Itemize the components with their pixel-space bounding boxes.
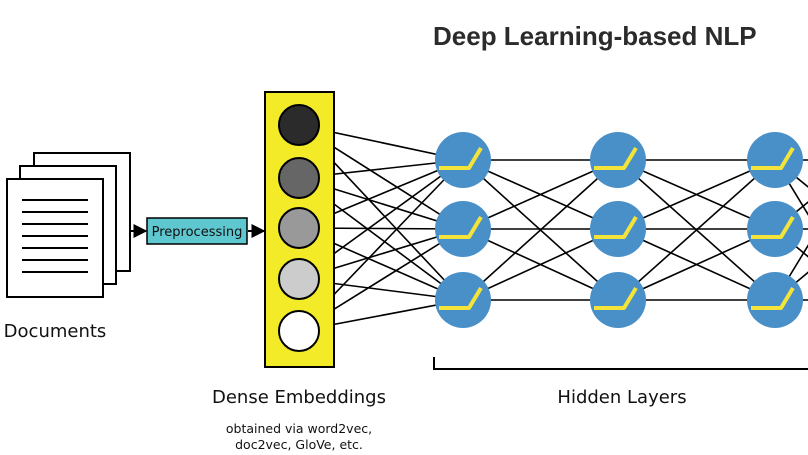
connection-edge bbox=[462, 159, 619, 230]
connection-edge bbox=[617, 228, 776, 301]
embeddings-note-line2: doc2vec, GloVe, etc. bbox=[235, 437, 363, 452]
connection-edge bbox=[617, 159, 776, 230]
hidden-layers-label: Hidden Layers bbox=[557, 387, 686, 408]
diagram-title: Deep Learning-based NLP bbox=[433, 21, 757, 51]
relu-neuron-icon bbox=[590, 201, 646, 257]
embedding-node bbox=[278, 310, 320, 352]
embedding-node bbox=[278, 207, 320, 249]
relu-neuron-icon bbox=[590, 132, 646, 188]
embedding-node bbox=[278, 157, 320, 199]
stacked-documents-icon bbox=[6, 152, 131, 298]
connection-edge bbox=[617, 159, 776, 301]
relu-neuron-icon bbox=[747, 201, 803, 257]
relu-neuron-icon bbox=[435, 272, 491, 328]
relu-neuron-icon bbox=[590, 272, 646, 328]
embeddings-label: Dense Embeddings bbox=[212, 387, 386, 408]
embedding-nodes bbox=[278, 104, 320, 352]
embedding-node bbox=[278, 104, 320, 146]
preprocessing-box: Preprocessing bbox=[146, 217, 248, 245]
hidden-layers-bracket bbox=[433, 357, 808, 370]
connection-edge bbox=[462, 228, 619, 301]
relu-neuron-icon bbox=[435, 201, 491, 257]
relu-neuron-icon bbox=[747, 132, 803, 188]
preprocessing-label: Preprocessing bbox=[152, 225, 243, 240]
relu-neuron-icon bbox=[747, 272, 803, 328]
embedding-node bbox=[278, 258, 320, 300]
hidden-layer-neurons bbox=[435, 132, 803, 328]
embeddings-note-line1: obtained via word2vec, bbox=[226, 421, 372, 436]
documents-label: Documents bbox=[4, 321, 107, 342]
connection-edge bbox=[462, 159, 619, 301]
network-connections bbox=[298, 124, 808, 332]
relu-neuron-icon bbox=[435, 132, 491, 188]
